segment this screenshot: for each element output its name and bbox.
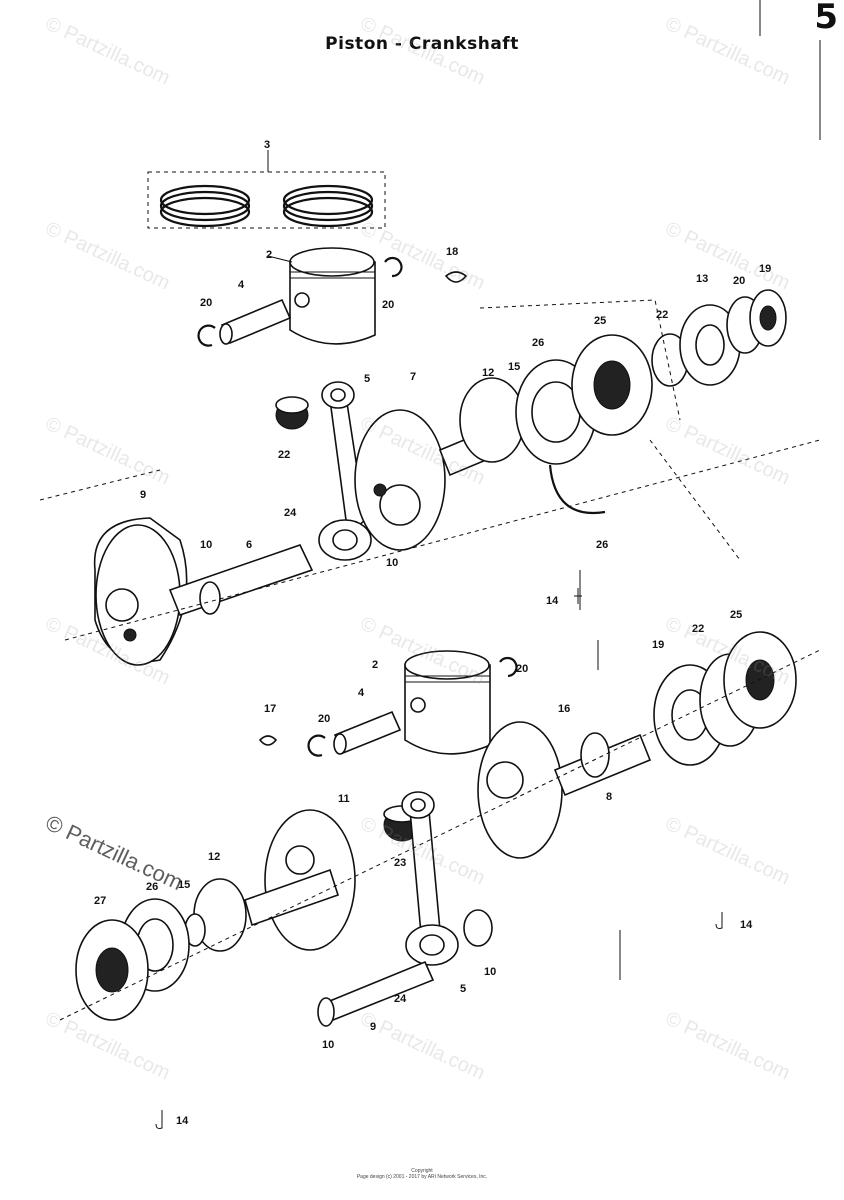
callout-15: 15 [178,879,190,891]
callout-12: 12 [482,367,494,379]
callout-15: 15 [508,361,520,373]
callout-10: 10 [322,1039,334,1051]
callout-9: 9 [370,1021,376,1033]
lower-piston [404,650,518,755]
callout-18: 18 [446,246,458,258]
callout-27: 27 [94,895,106,907]
callout-4: 4 [358,687,365,699]
lower-piston-pin [258,710,402,757]
copyright-footer: Copyright Page design (c) 2001 - 2017 by… [356,1168,488,1180]
callout-25: 25 [594,315,606,327]
callout-20: 20 [200,297,212,309]
callout-24: 24 [284,507,297,519]
callout-10: 10 [386,557,398,569]
callout-25: 25 [730,609,742,621]
page-title: Piston - Crankshaft [325,34,519,54]
callout-10: 10 [200,539,212,551]
callout-22: 22 [656,309,668,321]
upper-right-gears [479,289,787,421]
callout-12: 12 [208,851,220,863]
page-number: 5 [814,0,838,37]
upper-piston-pin [197,256,468,347]
callout-17: 17 [264,703,276,715]
callout-20: 20 [733,275,745,287]
callout-6: 6 [246,539,252,551]
callout-14: 14 [176,1115,189,1127]
callout-9: 9 [140,489,146,501]
upper-needle-bearing [275,396,309,430]
callout-2: 2 [372,659,378,671]
callout-23: 23 [394,857,406,869]
callout-2: 2 [266,249,272,261]
callout-20: 20 [318,713,330,725]
callout-13: 13 [696,273,708,285]
callout-20: 20 [382,299,394,311]
callout-20: 20 [516,663,528,675]
callout-labels: 3 2 4 20 20 18 13 20 19 22 25 5 7 12 15 … [94,139,771,1127]
callout-8: 8 [606,791,612,803]
upper-piston [267,247,376,345]
callout-19: 19 [759,263,771,275]
callout-22: 22 [692,623,704,635]
callout-10: 10 [484,966,496,978]
piston-ring-set [147,150,386,229]
upper-crank-assembly [93,334,653,666]
callout-5: 5 [364,373,370,385]
lower-crank-assembly [75,631,797,1021]
callout-16: 16 [558,703,570,715]
callout-5: 5 [460,983,466,995]
callout-3: 3 [264,139,270,151]
callout-14: 14 [546,595,559,607]
callout-26: 26 [532,337,544,349]
callout-4: 4 [238,279,245,291]
callout-26: 26 [596,539,608,551]
callout-19: 19 [652,639,664,651]
callout-11: 11 [338,793,350,805]
dowel-pins [155,588,723,1129]
lower-connecting-rod [317,791,493,1027]
callout-22: 22 [278,449,290,461]
callout-7: 7 [410,371,416,383]
callout-24: 24 [394,993,407,1005]
callout-26: 26 [146,881,158,893]
callout-14: 14 [740,919,753,931]
